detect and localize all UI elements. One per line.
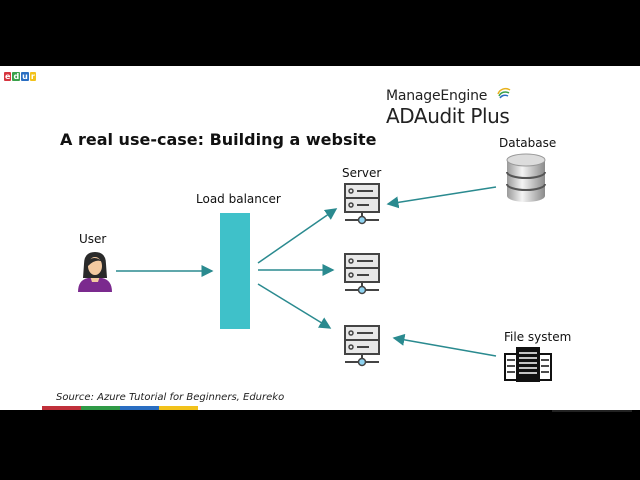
footer-color-bar [42, 406, 198, 410]
database-icon [506, 153, 546, 202]
brand-company: ManageEngine [386, 88, 488, 104]
load-balancer-bar [220, 213, 250, 329]
logo-letter: d [12, 72, 21, 81]
slide: e d u r ManageEngine ADAudit Plus A real… [0, 66, 640, 410]
arrow-lb-to-server-3 [257, 283, 332, 329]
file-system-icon [504, 347, 552, 382]
color-segment [42, 406, 81, 410]
source-caption: Source: Azure Tutorial for Beginners, Ed… [56, 392, 285, 403]
color-segment [120, 406, 159, 410]
server-icon [344, 253, 380, 295]
database-label: Database [499, 136, 557, 150]
logo-letter: e [4, 72, 12, 81]
arrow-lb-to-server-1 [257, 208, 338, 264]
edureka-logo-badge: e d u r [4, 72, 37, 81]
video-progress-strip [552, 410, 632, 412]
user-avatar-icon [78, 252, 112, 292]
brand-product: ADAudit Plus [386, 104, 510, 128]
arrow-db-to-server-1 [386, 186, 497, 209]
arrow-fs-to-server-3 [392, 333, 497, 357]
color-segment [159, 406, 198, 410]
server-icon [344, 325, 380, 367]
slide-title: A real use-case: Building a website [60, 130, 377, 149]
brand-arc-icon [497, 87, 511, 99]
load-balancer-label: Load balancer [196, 192, 281, 206]
color-segment [81, 406, 120, 410]
server-icon [344, 183, 380, 225]
user-label: User [79, 232, 107, 246]
logo-letter: r [29, 72, 36, 81]
logo-letter: u [21, 72, 29, 81]
file-system-label: File system [504, 330, 572, 344]
connection-arrows [116, 186, 497, 357]
server-label: Server [342, 166, 382, 180]
